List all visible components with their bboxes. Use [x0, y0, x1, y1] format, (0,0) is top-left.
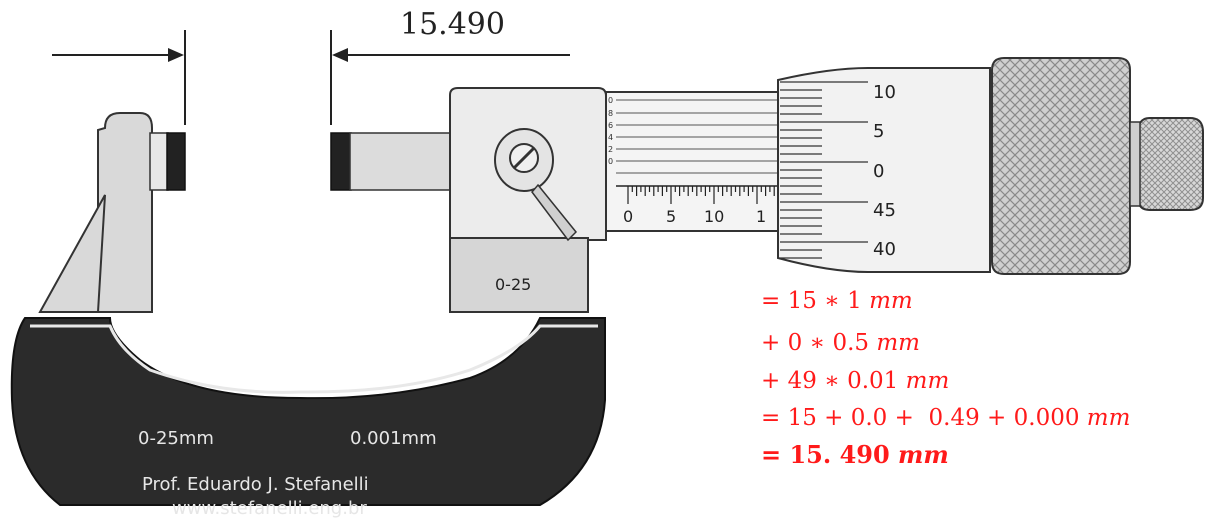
- vernier-labels: 0 8 6 4 2 0: [608, 96, 613, 166]
- svg-text:0: 0: [608, 96, 613, 105]
- measurement-label: 15.490: [400, 7, 505, 42]
- svg-text:10: 10: [704, 207, 724, 226]
- thimble[interactable]: 10 5 0 45 40: [777, 67, 991, 273]
- sleeve: 0 8 6 4 2 0 0 5 10 1: [605, 91, 779, 232]
- svg-text:1: 1: [756, 207, 766, 226]
- calc-result: = 15. 490 mm: [761, 440, 949, 469]
- calc-line-1: = 15 ∗ 1 mm: [761, 288, 913, 314]
- main-scale-ticks: [627, 186, 775, 204]
- spindle: [330, 132, 451, 191]
- svg-text:8: 8: [608, 109, 613, 118]
- anvil: [149, 132, 186, 191]
- website-label: www.stefanelli.eng.br: [172, 498, 367, 519]
- calc-line-2: + 0 ∗ 0.5 mm: [761, 330, 920, 356]
- svg-text:5: 5: [666, 207, 676, 226]
- main-scale-labels: 0 5 10 1: [623, 207, 766, 226]
- lock-lever[interactable]: [531, 183, 578, 242]
- lock-range-label: 0-25: [495, 275, 531, 294]
- svg-text:0: 0: [608, 157, 613, 166]
- lock-block: 0-25: [449, 87, 607, 313]
- resolution-label: 0.001mm: [350, 428, 437, 449]
- thimble-scale-ticks: [780, 81, 868, 259]
- svg-text:45: 45: [873, 200, 896, 221]
- calc-line-4: = 15 + 0.0 + 0.49 + 0.000 mm: [761, 405, 1131, 431]
- vernier-lines: [616, 99, 778, 174]
- svg-text:2: 2: [608, 145, 613, 154]
- thimble-scale-labels: 10 5 0 45 40: [873, 82, 896, 260]
- micrometer-frame: 0-25mm 0.001mm Prof. Eduardo J. Stefanel…: [10, 112, 606, 519]
- author-label: Prof. Eduardo J. Stefanelli: [142, 474, 369, 495]
- svg-text:0: 0: [623, 207, 633, 226]
- svg-text:5: 5: [873, 121, 884, 142]
- calc-line-3: + 49 ∗ 0.01 mm: [761, 368, 950, 394]
- svg-text:0: 0: [873, 161, 884, 182]
- svg-text:10: 10: [873, 82, 896, 103]
- svg-text:4: 4: [608, 133, 613, 142]
- dimension-indicator: 15.490: [52, 7, 570, 125]
- range-label: 0-25mm: [138, 428, 214, 449]
- svg-text:6: 6: [608, 121, 613, 130]
- svg-text:40: 40: [873, 239, 896, 260]
- thimble-grip[interactable]: [991, 57, 1131, 275]
- ratchet-stop[interactable]: [1129, 117, 1204, 211]
